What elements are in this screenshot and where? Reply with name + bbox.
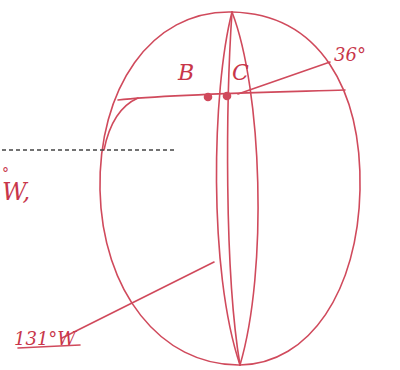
- latitude-label: 36°: [334, 46, 366, 64]
- longitude-label: 131°W: [14, 330, 76, 348]
- longitude-fragment: W,: [2, 180, 30, 204]
- point-label: C: [232, 62, 249, 84]
- point-label: B: [178, 62, 194, 84]
- degree-mark: °: [2, 166, 9, 180]
